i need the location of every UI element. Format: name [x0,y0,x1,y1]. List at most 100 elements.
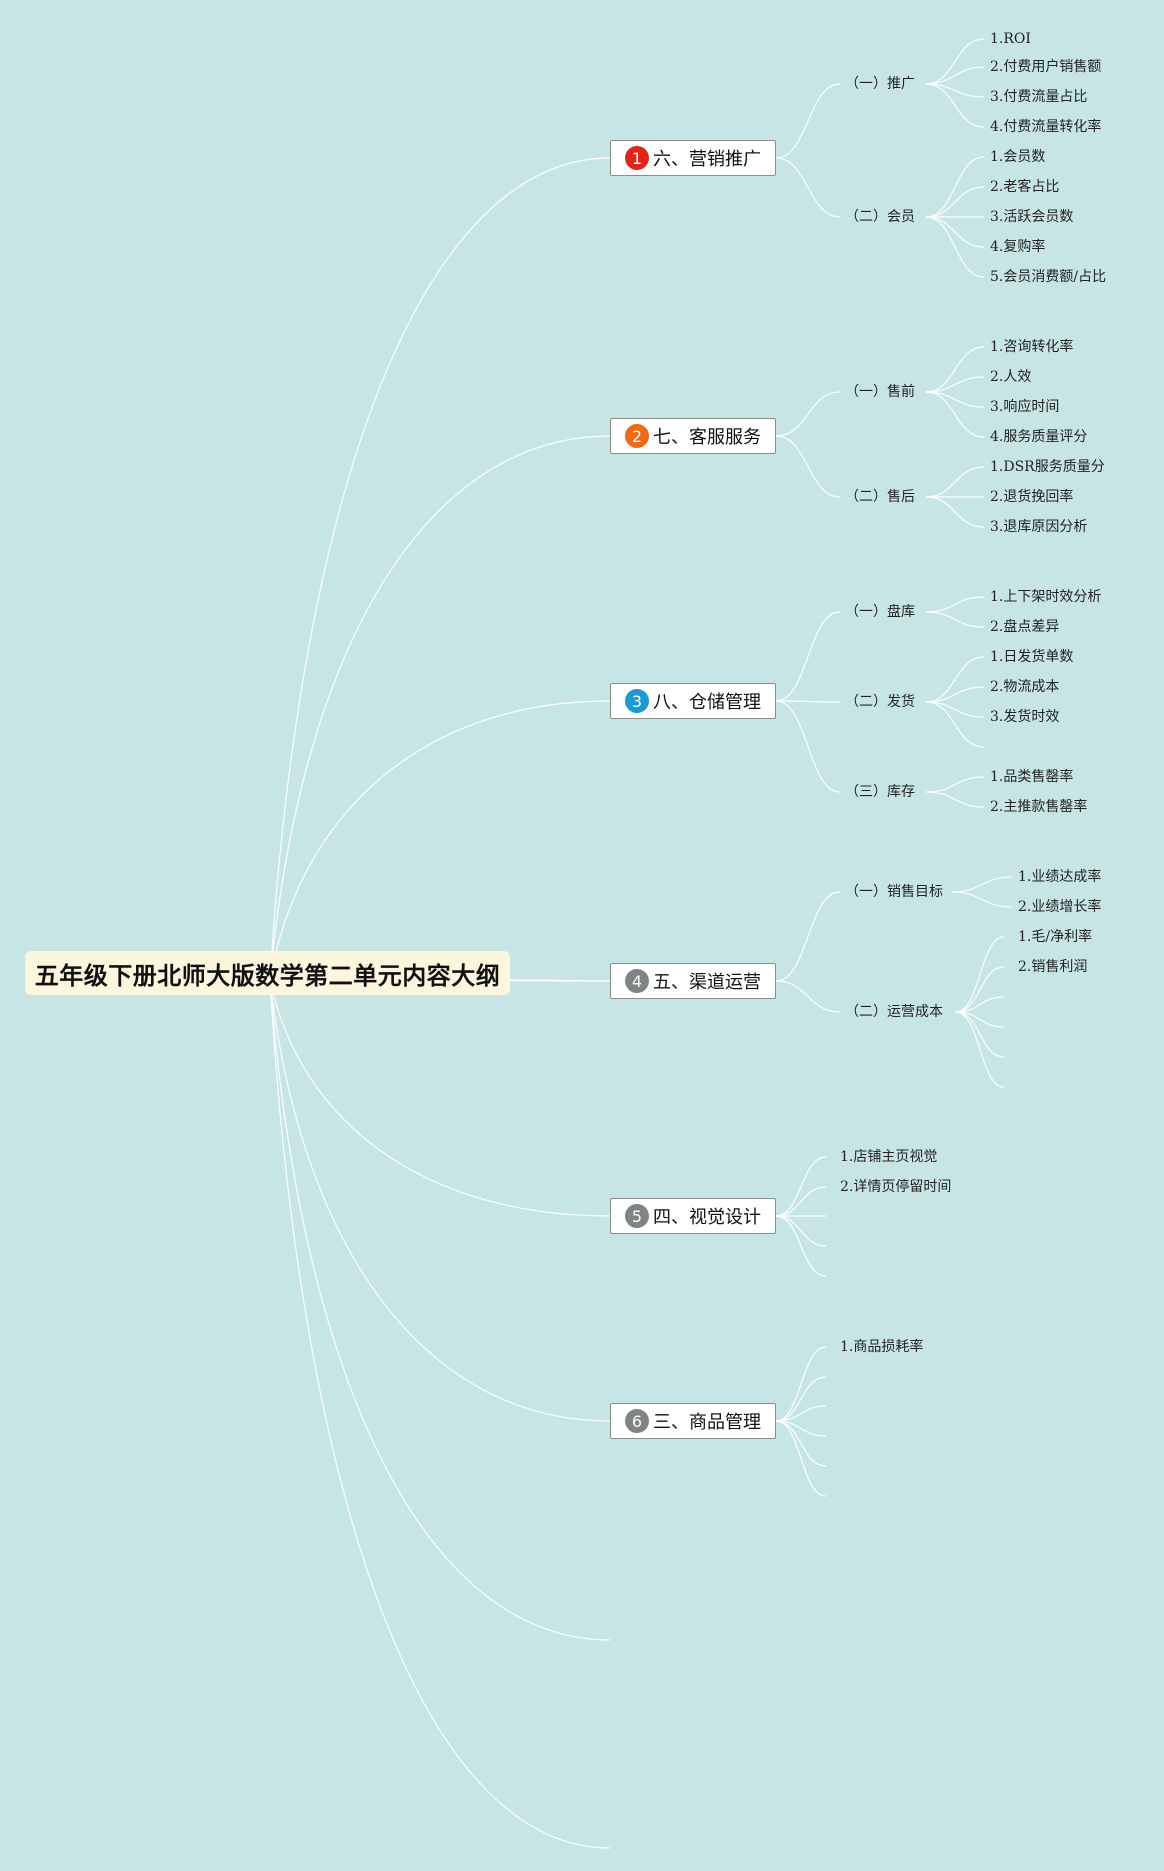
leaf-item[interactable]: 4.服务质量评分 [990,429,1088,445]
branch-customer-service[interactable]: 2 七、客服服务 [610,418,776,454]
root-topic[interactable]: 五年级下册北师大版数学第二单元内容大纲 [25,951,510,995]
connector-line [951,891,1013,908]
connector-line [951,876,1013,893]
connector-line [775,1420,827,1497]
leaf-item[interactable]: 4.付费流量转化率 [990,119,1102,135]
connector-line [775,157,841,218]
leaf-item[interactable]: 3.响应时间 [990,399,1060,415]
leaf-item[interactable]: 2.退货挽回率 [990,489,1074,505]
connector-line [925,156,985,218]
leaf-item[interactable]: 2.老客占比 [990,179,1060,195]
leaf-item[interactable]: 2.业绩增长率 [1018,899,1102,915]
connector-line [925,656,985,703]
leaf-item[interactable]: 3.付费流量占比 [990,89,1088,105]
connector-line [269,435,611,981]
branch-marketing[interactable]: 1 六、营销推广 [610,140,776,176]
leaf-item[interactable]: 1.店铺主页视觉 [840,1149,938,1165]
leaf-item[interactable]: 3.活跃会员数 [990,209,1074,225]
connector-line [955,1011,1005,1058]
leaf-item[interactable]: 1.ROI [990,31,1031,47]
connector-line [925,391,985,438]
branch-product-mgmt[interactable]: 6 三、商品管理 [610,1403,776,1439]
leaf-item[interactable]: 3.退库原因分析 [990,519,1088,535]
subtopic-inventory[interactable]: （三）库存 [845,784,915,800]
connector-line [775,700,841,703]
branch-channel-ops[interactable]: 4 五、渠道运营 [610,963,776,999]
connector-line [925,611,985,628]
connector-line [925,216,985,278]
connector-line [925,701,985,748]
number-badge-icon: 2 [625,424,649,448]
leaf-item[interactable]: 3.发货时效 [990,709,1060,725]
leaf-item[interactable]: 2.付费用户销售额 [990,59,1102,75]
leaf-item[interactable]: 2.物流成本 [990,679,1060,695]
connector-line [775,980,841,1013]
leaf-item[interactable]: 1.品类售罄率 [990,769,1074,785]
connector-line [775,891,841,982]
connector-line [925,376,985,393]
subtopic-stocktake[interactable]: （一）盘库 [845,604,915,620]
branch-label: 八、仓储管理 [653,692,761,713]
leaf-item[interactable]: 2.主推款售罄率 [990,799,1088,815]
subtopic-operating-cost[interactable]: （二）运营成本 [845,1004,943,1020]
number-badge-icon: 5 [625,1204,649,1228]
connector-line [775,1186,827,1217]
branch-warehouse[interactable]: 3 八、仓储管理 [610,683,776,719]
subtopic-membership[interactable]: （二）会员 [845,209,915,225]
connector-line [925,496,985,528]
leaf-item[interactable]: 1.业绩达成率 [1018,869,1102,885]
subtopic-shipping[interactable]: （二）发货 [845,694,915,710]
connector-line [925,686,985,703]
connector-line [775,1376,827,1422]
connector-line [925,791,985,808]
number-badge-icon: 3 [625,689,649,713]
connector-line [955,1011,1005,1088]
leaf-item[interactable]: 1.会员数 [990,149,1046,165]
connector-line [955,996,1005,1013]
branch-label: 六、营销推广 [653,149,761,170]
connector-line [269,157,611,981]
leaf-item[interactable]: 1.DSR服务质量分 [990,459,1105,475]
connector-line [509,979,611,982]
leaf-item[interactable]: 1.上下架时效分析 [990,589,1102,605]
subtopic-sales-target[interactable]: （一）销售目标 [845,884,943,900]
connector-line [925,701,985,718]
connector-line [925,38,985,85]
leaf-item[interactable]: 2.销售利润 [1018,959,1088,975]
connector-line [775,1215,827,1277]
leaf-item[interactable]: 1.咨询转化率 [990,339,1074,355]
branch-label: 四、视觉设计 [653,1207,761,1228]
branch-label: 七、客服服务 [653,427,761,448]
leaf-item[interactable]: 2.详情页停留时间 [840,1179,952,1195]
connector-line [269,979,611,1849]
number-badge-icon: 6 [625,1409,649,1433]
leaf-item[interactable]: 4.复购率 [990,239,1046,255]
leaf-item[interactable]: 1.商品损耗率 [840,1339,924,1355]
number-badge-icon: 4 [625,969,649,993]
connector-line [775,1156,827,1217]
branch-label: 五、渠道运营 [653,972,761,993]
number-badge-icon: 1 [625,146,649,170]
leaf-item[interactable]: 5.会员消费额/占比 [990,269,1107,285]
connector-line [775,83,841,159]
connector-line [925,66,985,85]
connector-line [269,979,611,1641]
connector-line [269,700,611,981]
connector-line [925,596,985,613]
leaf-item[interactable]: 1.毛/净利率 [1018,929,1093,945]
leaf-item[interactable]: 2.人效 [990,369,1032,385]
connector-line [775,1420,827,1467]
branch-visual-design[interactable]: 5 四、视觉设计 [610,1198,776,1234]
connector-line [775,1215,827,1247]
leaf-item[interactable]: 2.盘点差异 [990,619,1060,635]
connector-line [925,216,985,248]
subtopic-promotion[interactable]: （一）推广 [845,76,915,92]
subtopic-aftersales[interactable]: （二）售后 [845,489,915,505]
connector-line [925,346,985,393]
leaf-item[interactable]: 1.日发货单数 [990,649,1074,665]
subtopic-presales[interactable]: （一）售前 [845,384,915,400]
connector-line [775,1346,827,1422]
connector-line [925,776,985,793]
connector-line [925,186,985,218]
connector-line [955,936,1005,1013]
